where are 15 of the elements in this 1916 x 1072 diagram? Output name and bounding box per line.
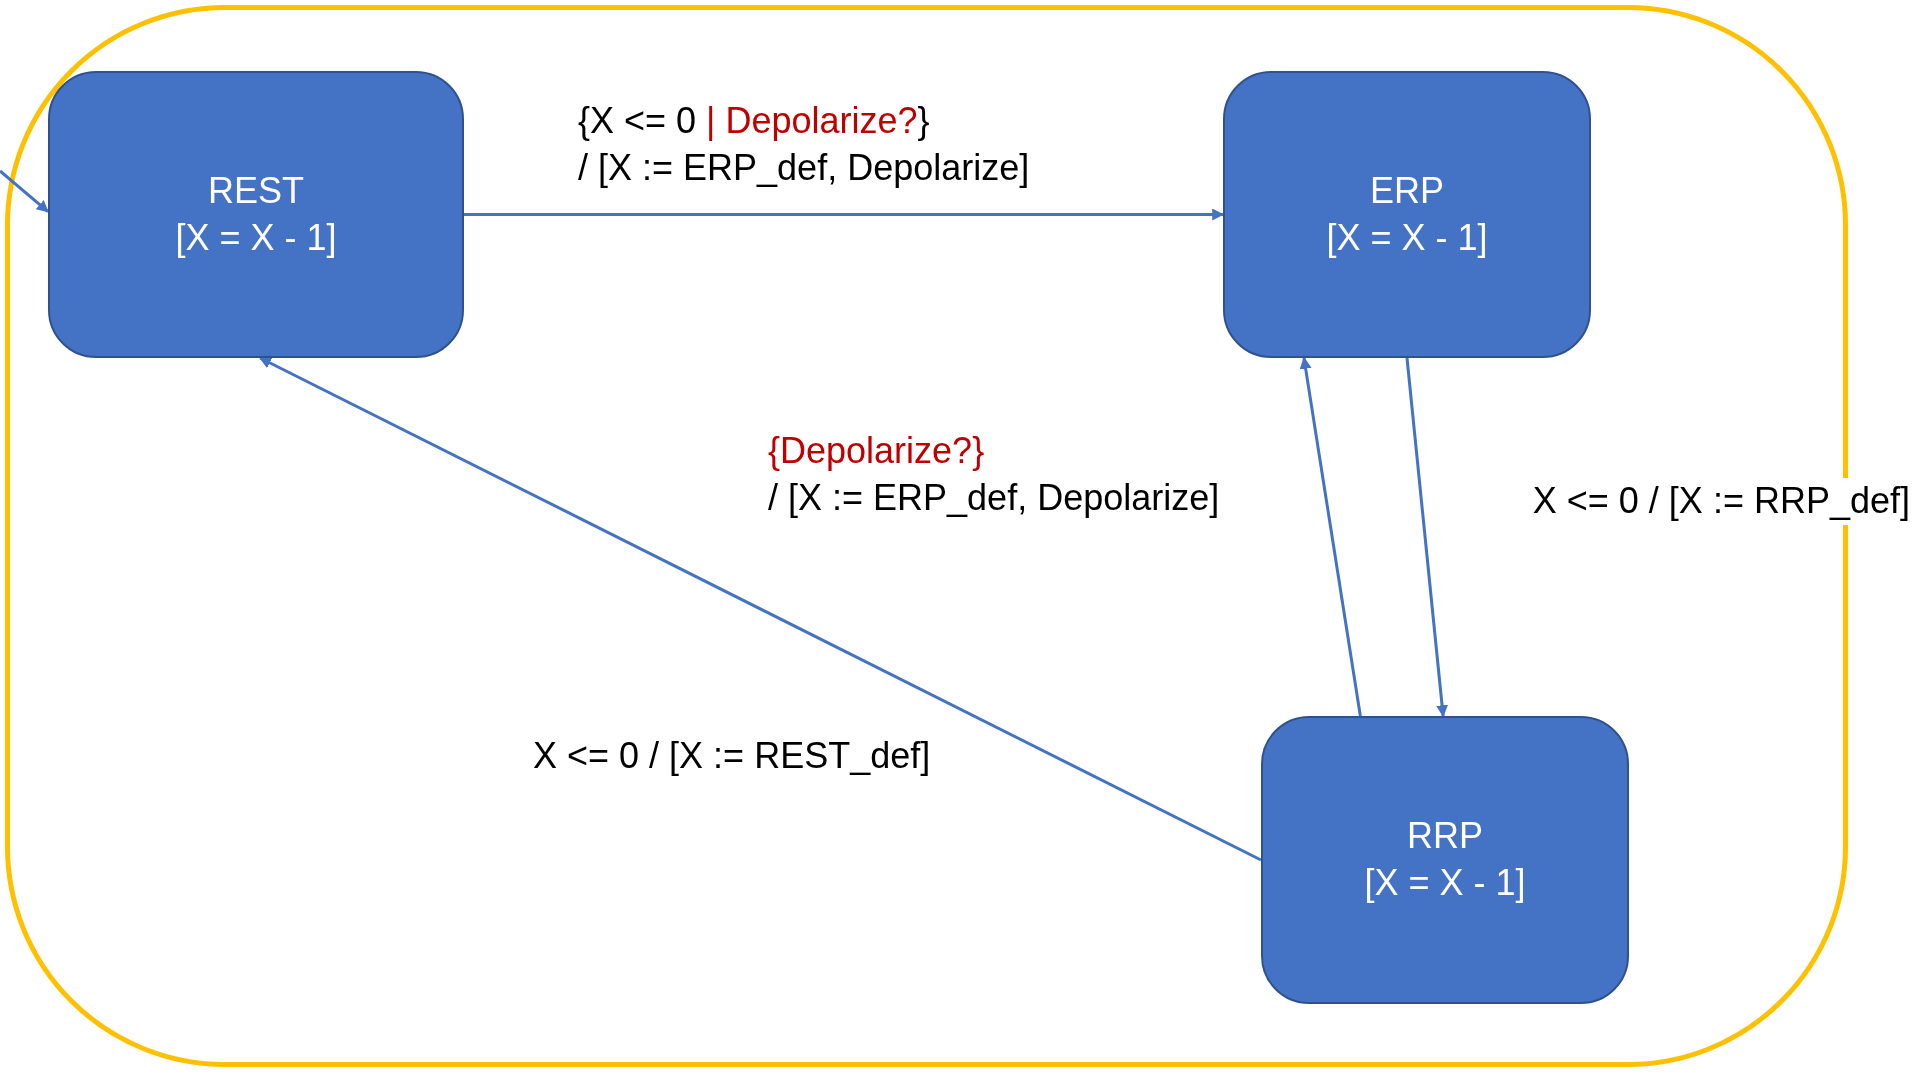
state-name: REST [208, 168, 304, 213]
state-action: [X = X - 1] [1326, 215, 1488, 260]
transition-arrow [1405, 357, 1449, 718]
transition-arrow [0, 169, 49, 213]
state-name: ERP [1370, 168, 1444, 213]
state-box [1223, 71, 1591, 358]
transition-arrow [464, 208, 1225, 221]
state-box [48, 71, 464, 358]
transition-arrow [1299, 356, 1362, 717]
transition-arrow [259, 356, 1262, 862]
edge-label: X <= 0 / [X := RRP_def] [1532, 478, 1910, 525]
state-name: RRP [1407, 814, 1483, 859]
state-action: [X = X - 1] [175, 215, 337, 260]
state-box [1261, 716, 1629, 1004]
state-action: [X = X - 1] [1364, 861, 1526, 905]
